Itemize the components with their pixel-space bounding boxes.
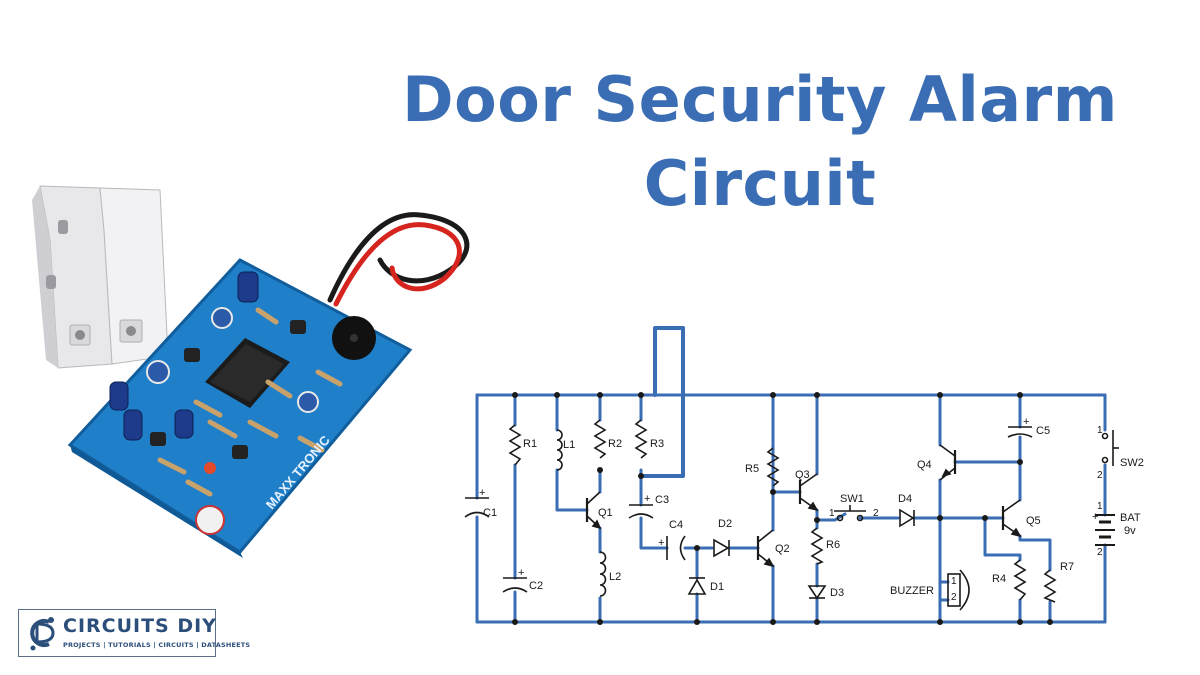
components xyxy=(464,419,1119,611)
logo-tagline: PROJECTS | TUTORIALS | CIRCUITS | DATASH… xyxy=(63,641,251,649)
inductor-l2 xyxy=(599,551,607,597)
capacitor-c3 xyxy=(628,504,654,519)
capacitor-c1 xyxy=(464,497,490,518)
label-sw1-pin2: 2 xyxy=(873,508,879,519)
resistor-r2 xyxy=(593,419,607,459)
polarity-marks: + + + + + + xyxy=(479,416,1098,579)
label-buzzer-pin2: 2 xyxy=(951,592,957,603)
label-l1: L1 xyxy=(563,439,575,451)
switch-sw1 xyxy=(834,505,866,522)
component-labels: R1 L1 R2 R3 C1 C2 C3 C4 C5 Q1 L2 D1 D2 Q… xyxy=(483,425,1144,603)
label-r3: R3 xyxy=(650,438,664,450)
label-d1: D1 xyxy=(710,581,724,593)
wires xyxy=(475,326,1107,624)
inductor-l1 xyxy=(556,429,563,471)
label-r1: R1 xyxy=(523,438,537,450)
resistor-r6 xyxy=(810,527,824,565)
svg-text:+: + xyxy=(479,487,485,499)
label-d4: D4 xyxy=(898,493,912,505)
label-r2: R2 xyxy=(608,438,622,450)
battery-symbol xyxy=(1095,514,1115,546)
svg-text:+: + xyxy=(658,537,664,549)
label-sw2: SW2 xyxy=(1120,457,1144,469)
label-r6: R6 xyxy=(826,539,840,551)
transistor-q2 xyxy=(756,529,775,568)
title-line-2: Circuit xyxy=(643,147,877,220)
label-sw1: SW1 xyxy=(840,493,864,505)
transistor-q1 xyxy=(585,491,602,530)
switch-sw2 xyxy=(1101,430,1119,466)
label-q5: Q5 xyxy=(1026,515,1041,527)
transistor-q4 xyxy=(939,444,957,481)
circuits-diy-logo[interactable]: CIRCUITS DIY PROJECTS | TUTORIALS | CIRC… xyxy=(18,609,250,657)
label-c3: C3 xyxy=(655,494,669,506)
svg-text:+: + xyxy=(518,567,524,579)
diode-d2 xyxy=(713,538,730,558)
page-title: Door Security Alarm Circuit xyxy=(380,58,1140,226)
label-buzzer-pin1: 1 xyxy=(951,576,957,587)
label-c1: C1 xyxy=(483,507,497,519)
diode-d1 xyxy=(687,577,707,595)
junction-dots xyxy=(512,392,1053,625)
magnetic-reed-sensor xyxy=(32,185,169,369)
red-black-wires xyxy=(327,212,470,307)
svg-text:+: + xyxy=(1092,511,1098,523)
label-sw2-pin1: 1 xyxy=(1097,425,1103,436)
label-c4: C4 xyxy=(669,519,683,531)
product-photo: MAXX TRONIC xyxy=(32,185,470,558)
logo-name: CIRCUITS DIY xyxy=(63,615,217,637)
label-r5: R5 xyxy=(745,463,759,475)
resistor-r5 xyxy=(766,447,780,487)
resistor-r3 xyxy=(634,419,648,459)
label-bat: BAT xyxy=(1120,512,1141,524)
label-bat-pin2: 2 xyxy=(1097,547,1103,558)
pcb-board: MAXX TRONIC xyxy=(67,258,413,558)
label-l2: L2 xyxy=(609,571,621,583)
label-q2: Q2 xyxy=(775,543,790,555)
label-d3: D3 xyxy=(830,587,844,599)
resistor-r7 xyxy=(1043,569,1057,603)
label-c5: C5 xyxy=(1036,425,1050,437)
title-line-1: Door Security Alarm xyxy=(402,63,1118,136)
label-bat-voltage: 9v xyxy=(1124,525,1136,537)
svg-text:+: + xyxy=(644,493,650,505)
circuit-logo-icon xyxy=(30,617,55,651)
label-q4: Q4 xyxy=(917,459,932,471)
label-sw1-pin1: 1 xyxy=(829,508,835,519)
resistor-r1 xyxy=(508,424,522,466)
label-d2: D2 xyxy=(718,518,732,530)
label-bat-pin1: 1 xyxy=(1097,501,1103,512)
label-buzzer: BUZZER xyxy=(890,585,934,597)
label-c2: C2 xyxy=(529,580,543,592)
diode-d4 xyxy=(899,508,915,528)
label-q1: Q1 xyxy=(598,507,613,519)
label-sw2-pin2: 2 xyxy=(1097,470,1103,481)
transistor-q3 xyxy=(798,473,819,512)
resistor-r4 xyxy=(1013,559,1027,601)
capacitor-c2 xyxy=(502,577,528,593)
capacitor-c4 xyxy=(666,535,686,561)
transistor-q5 xyxy=(1001,499,1022,538)
capacitor-c5 xyxy=(1007,426,1033,438)
svg-text:+: + xyxy=(1023,416,1029,428)
label-q3: Q3 xyxy=(795,469,810,481)
label-r4: R4 xyxy=(992,573,1006,585)
buzzer-symbol xyxy=(947,569,970,611)
diode-d3 xyxy=(807,585,827,600)
label-r7: R7 xyxy=(1060,561,1074,573)
